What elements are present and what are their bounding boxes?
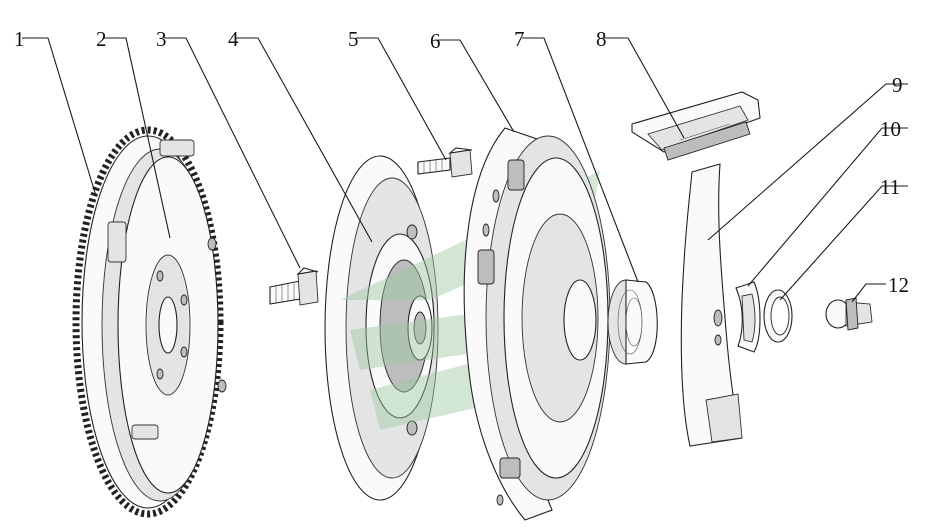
pressure-plate-assembly bbox=[463, 127, 611, 521]
disc-spline-bore bbox=[413, 311, 427, 345]
leader-3 bbox=[164, 37, 301, 269]
flywheel-center bbox=[158, 296, 178, 354]
flywheel-bolt-hole bbox=[217, 379, 227, 393]
callout-4: 4 bbox=[228, 27, 239, 51]
cover-strap-bottom bbox=[499, 457, 521, 479]
callout-10: 10 bbox=[880, 117, 901, 141]
diaphragm-center bbox=[563, 279, 597, 361]
cover-hole bbox=[492, 189, 500, 203]
cover-hole bbox=[496, 494, 504, 506]
retaining-ring bbox=[763, 289, 793, 343]
callout-9: 9 bbox=[892, 73, 903, 97]
leader-lines bbox=[22, 37, 908, 303]
cover-strap-top bbox=[507, 159, 525, 191]
leader-7 bbox=[522, 37, 639, 283]
pressure-plate-bolt bbox=[417, 147, 473, 178]
callout-2: 2 bbox=[96, 27, 107, 51]
disc-rivet bbox=[406, 224, 418, 240]
flywheel-dowel-top bbox=[159, 139, 195, 157]
flywheel-dowel-left bbox=[107, 221, 127, 263]
leader-4 bbox=[236, 37, 373, 243]
leader-10 bbox=[747, 127, 908, 287]
ring-gear-teeth bbox=[72, 126, 224, 518]
leader-8 bbox=[604, 37, 685, 139]
callout-labels: 1 2 3 4 5 6 7 8 9 10 11 12 bbox=[14, 27, 909, 297]
flywheel-ring-gear bbox=[72, 126, 227, 518]
flywheel-bolt bbox=[269, 267, 319, 306]
leader-5 bbox=[356, 37, 447, 161]
callout-1: 1 bbox=[14, 27, 25, 51]
flywheel-dowel-bottom bbox=[131, 424, 159, 440]
callout-6: 6 bbox=[430, 29, 441, 53]
leader-6 bbox=[438, 39, 515, 133]
spring-clip bbox=[735, 281, 761, 353]
leader-9 bbox=[707, 83, 908, 241]
release-fork-boot bbox=[631, 91, 761, 161]
leader-2 bbox=[104, 37, 171, 239]
callout-7: 7 bbox=[514, 27, 525, 51]
clutch-disc bbox=[324, 155, 439, 501]
cover-strap-mid bbox=[477, 249, 495, 285]
flywheel-bolt-hole bbox=[156, 368, 164, 380]
leader-12 bbox=[851, 283, 886, 303]
flywheel-bolt-hole bbox=[180, 294, 188, 306]
diaphragm-spring bbox=[521, 213, 599, 423]
flywheel-bolt-hole bbox=[156, 270, 164, 282]
release-fork bbox=[680, 163, 743, 447]
callout-12: 12 bbox=[888, 273, 909, 297]
leader-11 bbox=[779, 185, 908, 301]
release-bearing bbox=[607, 279, 658, 365]
disc-rivet bbox=[406, 420, 418, 436]
callout-11: 11 bbox=[880, 175, 900, 199]
callout-8: 8 bbox=[596, 27, 607, 51]
flywheel-bolt-hole bbox=[180, 346, 188, 358]
callout-5: 5 bbox=[348, 27, 359, 51]
cover-hole bbox=[482, 223, 490, 237]
callout-3: 3 bbox=[156, 27, 167, 51]
flywheel-bolt-hole bbox=[207, 237, 217, 251]
leader-1 bbox=[22, 37, 97, 197]
pivot-ball-stud bbox=[825, 297, 873, 331]
